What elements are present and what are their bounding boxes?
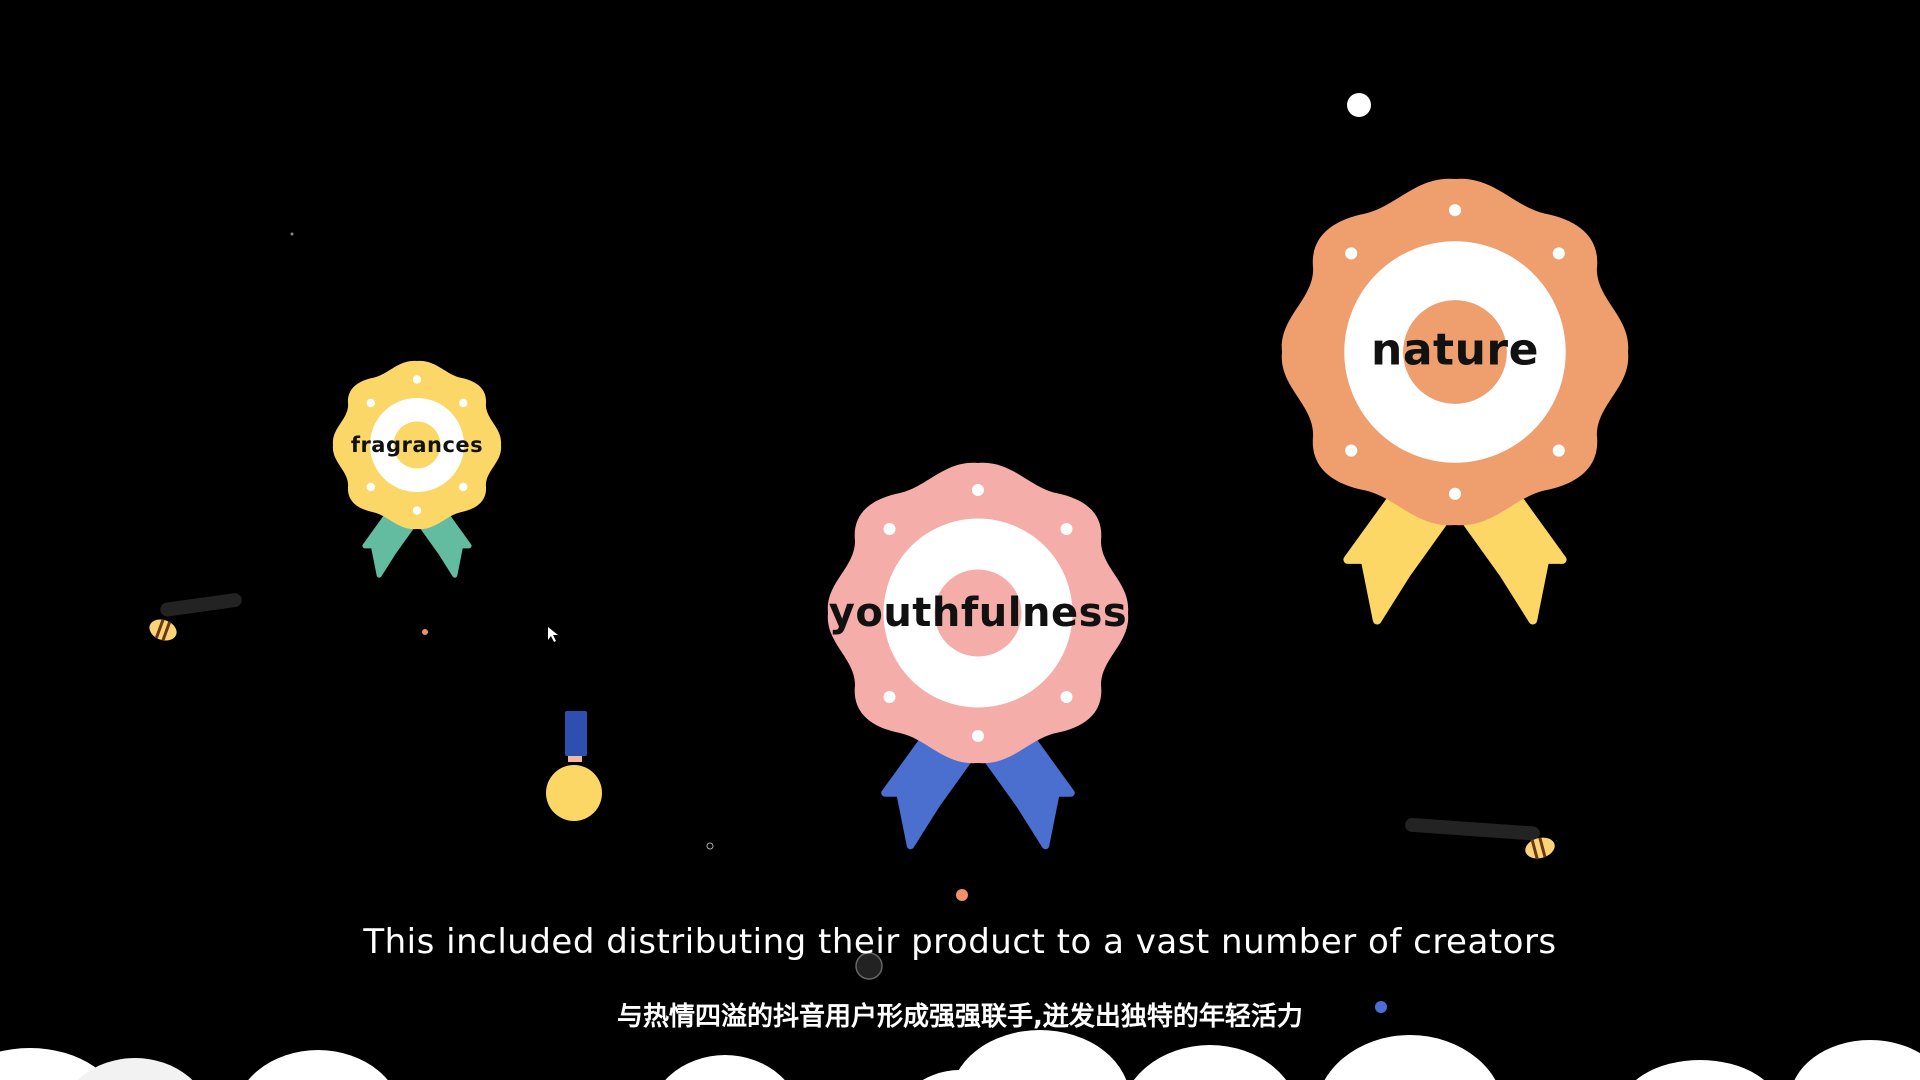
bee-right bbox=[1405, 817, 1555, 860]
blue-dot bbox=[1375, 1001, 1387, 1013]
ring-dot bbox=[706, 842, 714, 850]
badge-label-fragrances: fragrances bbox=[350, 433, 484, 457]
product-tube-icon bbox=[546, 711, 602, 821]
orange-dot bbox=[956, 889, 968, 901]
badge-fragrances bbox=[333, 360, 501, 575]
cursor-icon bbox=[548, 627, 558, 642]
subtitle-english: This included distributing their product… bbox=[363, 922, 1557, 962]
badge-label-nature: nature bbox=[1371, 324, 1539, 376]
bubble bbox=[855, 952, 883, 980]
clouds bbox=[0, 1030, 1920, 1080]
badge-youthfulness bbox=[828, 462, 1128, 846]
speck-dot bbox=[290, 232, 294, 236]
orange-dot-small bbox=[422, 629, 428, 635]
white-dot bbox=[1347, 93, 1371, 117]
badge-label-youthfulness: youthfulness bbox=[828, 590, 1128, 636]
bee-left bbox=[149, 593, 242, 642]
subtitle-chinese: 与热情四溢的抖音用户形成强强联手,迸发出独特的年轻活力 bbox=[617, 1002, 1303, 1032]
badge-nature bbox=[1282, 178, 1628, 620]
